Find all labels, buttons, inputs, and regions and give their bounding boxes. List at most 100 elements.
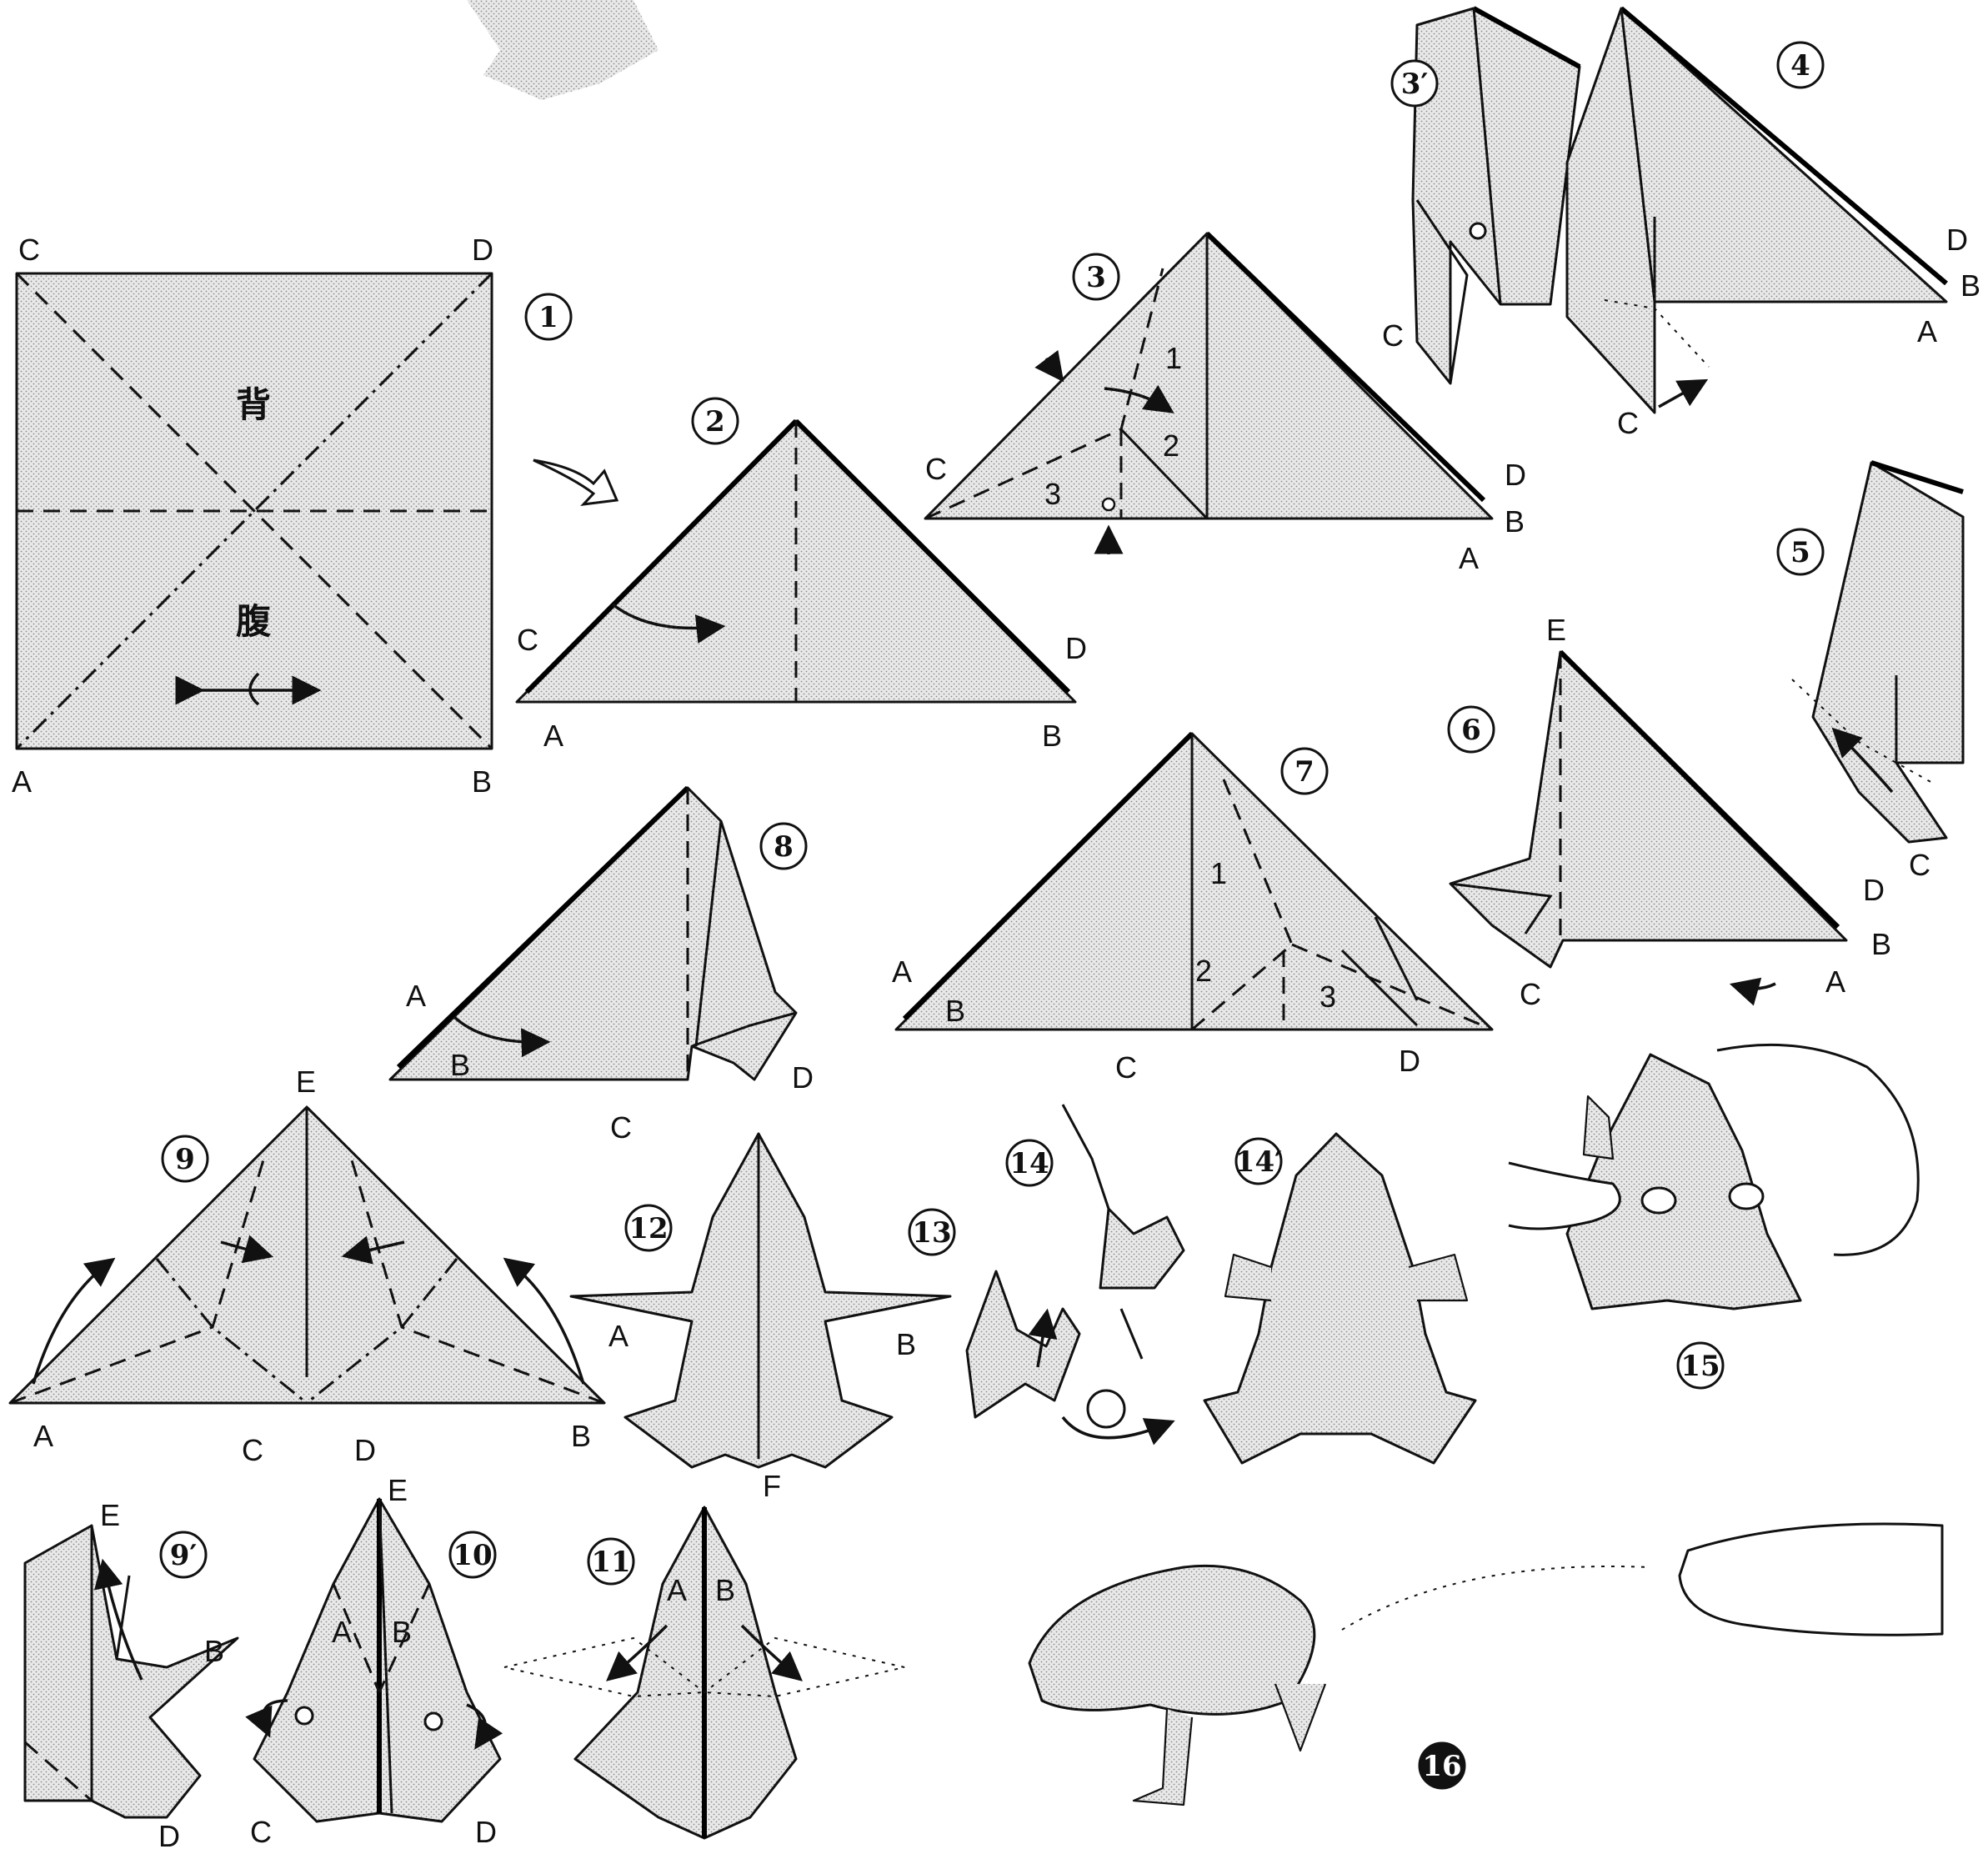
- step7-c-label: C: [1115, 1050, 1137, 1085]
- step8-c-label: C: [610, 1110, 632, 1145]
- step9-e-label: E: [296, 1065, 316, 1099]
- step-11-figure: A B: [504, 1507, 904, 1838]
- step6-c-label: C: [1520, 977, 1541, 1011]
- step-12-figure: A B F: [571, 1134, 950, 1503]
- step-6-number: 6: [1449, 707, 1494, 752]
- step-14-label: 14: [1009, 1147, 1049, 1180]
- step-14-prime-figure: [1204, 1134, 1475, 1463]
- step3-c-label: C: [925, 452, 947, 486]
- corner-d-label: D: [472, 233, 493, 267]
- step-15-label: 15: [1680, 1350, 1720, 1383]
- corner-a-label: A: [12, 764, 32, 799]
- step2-c-label: C: [517, 623, 538, 657]
- step10-e-label: E: [388, 1473, 408, 1507]
- step-16-jumping-frog: [1029, 1524, 1942, 1805]
- step-2-number: 2: [693, 398, 738, 443]
- step9p-d-label: D: [158, 1819, 180, 1849]
- step12-a-label: A: [608, 1319, 628, 1353]
- step-12-label: 12: [628, 1212, 668, 1245]
- step9-a-label: A: [33, 1419, 53, 1453]
- step-3-number: 3: [1074, 254, 1119, 299]
- step-11-number: 11: [588, 1539, 633, 1584]
- step10-b-label: B: [392, 1615, 412, 1649]
- step-9-label: 9: [175, 1143, 195, 1176]
- corner-b-label: B: [472, 764, 492, 799]
- step2-b-label: B: [1042, 719, 1062, 753]
- step10-c-label: C: [250, 1815, 272, 1849]
- step10-a-label: A: [332, 1615, 352, 1649]
- transition-arrow-icon: [533, 460, 617, 504]
- step9-c-label: C: [242, 1433, 263, 1467]
- step-7-label: 7: [1294, 755, 1314, 789]
- step-1-number: 1: [526, 294, 571, 339]
- step-1-square: 背 腹 C D A B: [12, 233, 493, 799]
- step11-b-label: B: [715, 1573, 735, 1607]
- step9p-b-label: B: [204, 1634, 224, 1668]
- back-kanji: 背: [236, 384, 271, 425]
- step-14-figure: [1063, 1105, 1184, 1438]
- step4-c-label: C: [1617, 406, 1639, 440]
- step12-b-label: B: [896, 1327, 916, 1361]
- step6-d-label: D: [1863, 873, 1885, 907]
- step8-a-label: A: [406, 979, 426, 1013]
- step-7-number: 7: [1282, 749, 1327, 794]
- step-12-number: 12: [626, 1205, 671, 1250]
- step-4-figure: C D B A: [1567, 8, 1980, 440]
- step-13-label: 13: [912, 1216, 951, 1250]
- step-6-label: 6: [1461, 714, 1481, 747]
- step-16-label: 16: [1422, 1750, 1461, 1783]
- decorative-fragment: [467, 0, 658, 100]
- step7-d-label: D: [1399, 1044, 1420, 1078]
- step12-f-label: F: [763, 1469, 781, 1503]
- step6-b-label: B: [1871, 927, 1891, 961]
- belly-kanji: 腹: [236, 601, 272, 642]
- step9p-e-label: E: [100, 1498, 120, 1532]
- step-3-label: 3: [1086, 261, 1106, 294]
- step3-n1: 1: [1165, 341, 1182, 375]
- step-14-number: 14: [1007, 1140, 1052, 1185]
- step3p-c-label: C: [1382, 318, 1404, 353]
- step4-a-label: A: [1917, 314, 1937, 348]
- step-1-label: 1: [538, 301, 558, 334]
- step-16-number: 16: [1420, 1743, 1465, 1788]
- step3-n3: 3: [1044, 477, 1061, 511]
- step-11-label: 11: [591, 1546, 630, 1579]
- corner-c-label: C: [18, 233, 40, 267]
- step-8-figure: A B C D: [390, 788, 814, 1145]
- step-3p-label: 3′: [1401, 68, 1429, 101]
- step3-a-label: A: [1459, 541, 1479, 575]
- step-14-prime-number: 14′: [1235, 1139, 1282, 1184]
- step-2-label: 2: [705, 405, 725, 438]
- step11-a-label: A: [667, 1573, 687, 1607]
- step2-a-label: A: [543, 719, 563, 753]
- step7-a-label: A: [892, 955, 912, 989]
- step5-c-label: C: [1909, 848, 1930, 882]
- step2-d-label: D: [1065, 631, 1087, 665]
- step4-b-label: B: [1960, 268, 1980, 303]
- step-5-label: 5: [1790, 536, 1810, 569]
- step7-n3: 3: [1319, 980, 1336, 1014]
- step7-n2: 2: [1195, 954, 1212, 988]
- step-4-number: 4: [1778, 43, 1823, 88]
- step8-b-label: B: [450, 1048, 470, 1082]
- step3-n2: 2: [1163, 428, 1179, 463]
- step-10-figure: A B E C D: [250, 1473, 500, 1849]
- step3-d-label: D: [1505, 458, 1526, 492]
- step-9-triangle: E A C D B: [10, 1065, 604, 1467]
- step6-a-label: A: [1825, 965, 1845, 999]
- step-10-label: 10: [453, 1539, 492, 1572]
- step3-b-label: B: [1505, 504, 1525, 539]
- step-7-triangle: 1 2 3 A B C D: [892, 734, 1492, 1085]
- step-9-prime-number: 9′: [161, 1532, 206, 1577]
- step-13-number: 13: [909, 1210, 954, 1255]
- step-10-number: 10: [450, 1532, 495, 1577]
- step-9-number: 9: [163, 1136, 208, 1181]
- step-15-number: 15: [1678, 1343, 1723, 1388]
- step-13-figure: [967, 1271, 1079, 1417]
- step-9p-label: 9′: [170, 1539, 198, 1572]
- step10-d-label: D: [475, 1815, 497, 1849]
- step8-d-label: D: [792, 1060, 814, 1095]
- step7-b-label: B: [945, 994, 965, 1028]
- step-3-prime-number: 3′: [1392, 61, 1437, 106]
